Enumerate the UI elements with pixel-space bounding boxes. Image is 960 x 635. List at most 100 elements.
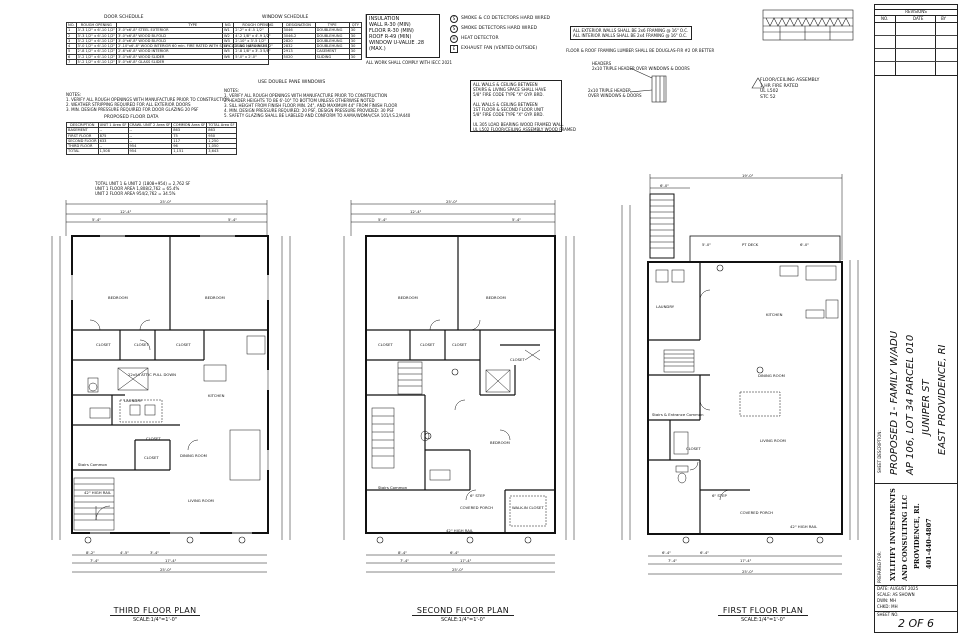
second-floor-scale: SCALE:1/4"=1'-0" [440,617,486,623]
dimension-text: 6'-0" [660,183,669,188]
dimension-text: 5'-4" [378,217,387,222]
third-floor-scale: SCALE:1/4"=1'-0" [132,617,178,623]
third-floor-room-label: CLOSET [134,342,149,347]
window-schedule-cell: W5 [221,48,235,55]
insulation-line: WALL R-30 (MIN) [369,22,411,28]
floor-total-line: UNIT 2 FLOOR AREA 954/2,762 = 34.5% [95,191,176,196]
insulation-line: WINDOW U-VALUE .28 (MAX.) [369,40,425,52]
door-note-line: 1. VERIFY ALL ROUGH OPENINGS WITH MANUFA… [66,97,230,102]
second-floor-plan [343,200,575,573]
legend-text: SMOKE & CO DETECTORS HARD WIRED [461,16,551,21]
window-note-line: 3. SILL HEIGHT FROM FINISH FLOOR MIN. 24… [224,103,398,108]
third-floor-room-label: BEDROOM [108,295,128,300]
dimension-text: 7'-4" [668,558,677,563]
window-schedule-cell: W6 [221,53,235,61]
window-note: USE DOUBLE PANE WINDOWS [258,80,326,85]
window-schedule-cell: 2'-10" x 3'-5 1/2" [233,37,283,45]
floor-data-header-cell: TOTAL Area SF [206,121,237,129]
first-floor-room-label: LAUNDRY [656,304,675,309]
first-floor-room-label: LIVING ROOM [760,438,786,443]
framing-header-line: 2x10 TRIPLE HEADER OVER WINDOWS & DOORS [592,66,690,71]
sheet-no-label: SHEET NO. [877,612,899,617]
prepared-for-label: PREPARED FOR: [877,551,882,583]
wall-section-detail [762,9,854,41]
third-floor-room-label: 42" HIGH RAIL [84,490,112,495]
heat-detector-icon: H [450,35,458,43]
window-schedule-cell: 5'-0" x 2'-0" [233,53,283,61]
wall-note-line: ALL WALLS & CEILING BETWEEN [473,82,538,87]
window-schedule-cell: 2'-2" x 4'-5 1/2" [233,27,283,34]
scale-field: SCALE: AS SHOWN [877,592,915,597]
framing-line: ALL EXTERIOR WALLS SHALL BE 2x6 FRAMING … [573,28,689,33]
sheet-description-label: SHEET DESCRIPTION: [877,430,882,473]
second-floor-room-label: CLOSET [420,342,435,347]
dimension-text: 8'-4" [398,550,407,555]
dimension-text: 6'-4" [700,550,709,555]
legend-text: EXHAUST FAN (VENTED OUTSIDE) [461,46,538,51]
dimension-text: 17'-4" [165,558,177,563]
first-floor-room-label: DINING ROOM [758,373,785,378]
second-floor-room-label: BEDROOM [398,295,418,300]
dimension-text: 7'-4" [90,558,99,563]
window-schedule-cell: W1 [221,27,235,34]
client-line-3: PROVIDENCE, RI. [913,503,921,569]
floor-data-title: PROPOSED FLOOR DATA [104,115,159,120]
dimension-text: 5'-4" [512,217,521,222]
dimension-text: 25'-0" [160,199,172,204]
third-floor-room-label: DINING ROOM [180,453,207,458]
checked-field: CHKD: MH [877,604,898,609]
door-schedule-cell: 5'-0"x6'-8" GLASS SLIDER [116,59,270,66]
window-schedule-cell: 30 [348,53,363,61]
dimension-text: 7'-4" [400,558,409,563]
dimension-text: 5'-4" [228,217,237,222]
third-floor-room-label: BEDROOM [205,295,225,300]
dimension-text: 5'-4" [92,217,101,222]
insulation-line: ROOF R-49 (MIN) [369,34,412,40]
third-floor-room-label: CLOSET [176,342,191,347]
wall-note-line: UL L502 FLOOR/CEILING ASSEMBLY WOOD FRAM… [473,127,576,132]
window-schedule-cell: W3 [221,37,235,45]
date-field: DATE: AUGUST 2025 [877,586,919,591]
sheet-number: 2 OF 6 [898,617,934,630]
fire-assembly-line: 1 HR FIRE RATED [760,83,799,89]
insulation-title: INSULATION [369,16,400,22]
dimension-text: 8'-2" [86,550,95,555]
dimension-text: 17'-4" [460,558,472,563]
legend-text: SMOKE DETECTORS HARD WIRED [461,26,537,31]
dimension-text: 25'-0" [446,199,458,204]
first-floor-room-label: PT DECK [742,242,759,247]
drawn-field: DWN: MH [877,598,897,603]
legend-text: HEAT DETECTOR [461,36,499,41]
third-floor-room-label: CLOSET [144,455,159,460]
dimension-text: 25'-0" [742,569,754,574]
first-floor-room-label: Stairs & Entrance Common [652,412,704,417]
dimension-text: 5'-0" [702,242,711,247]
insulation-note: ALL WORK SHALL COMPLY WITH IECC 2021 [366,60,453,65]
third-floor-room-label: Stairs Common [78,462,108,467]
dimension-text: 6'-4" [450,550,459,555]
dimension-text: 12'-4" [120,209,132,214]
framing-lumber-note: FLOOR & ROOF FRAMING LUMBER SHALL BE DOU… [566,48,715,53]
dimension-text: 25'-0" [160,567,172,572]
window-note-line: 4. MIN. DESIGN PRESSURE REQUIRED: 20 PSF… [224,108,395,113]
wall-note-line: STAIRS & LIVING SPACE SHALL HAVE [473,87,546,92]
first-floor-room-label: COVERED PORCH [740,510,773,515]
door-note-line: 2. WEATHER STRIPPING REQUIRED FOR ALL EX… [66,102,191,107]
header-detail-line: OVER WINDOWS & DOORS [588,93,642,98]
rev-header-date: DATE [913,16,924,21]
third-floor-room-label: LAUNDRY [124,398,143,403]
wall-note-line: ALL WALLS & CEILING BETWEEN [473,102,538,107]
third-floor-caption: THIRD FLOOR PLAN [113,606,197,615]
client-line-2: AND CONSULTING LLC [901,494,909,581]
window-note-line: 5. SAFETY GLAZING SHALL BE LABELED AND C… [224,113,411,118]
